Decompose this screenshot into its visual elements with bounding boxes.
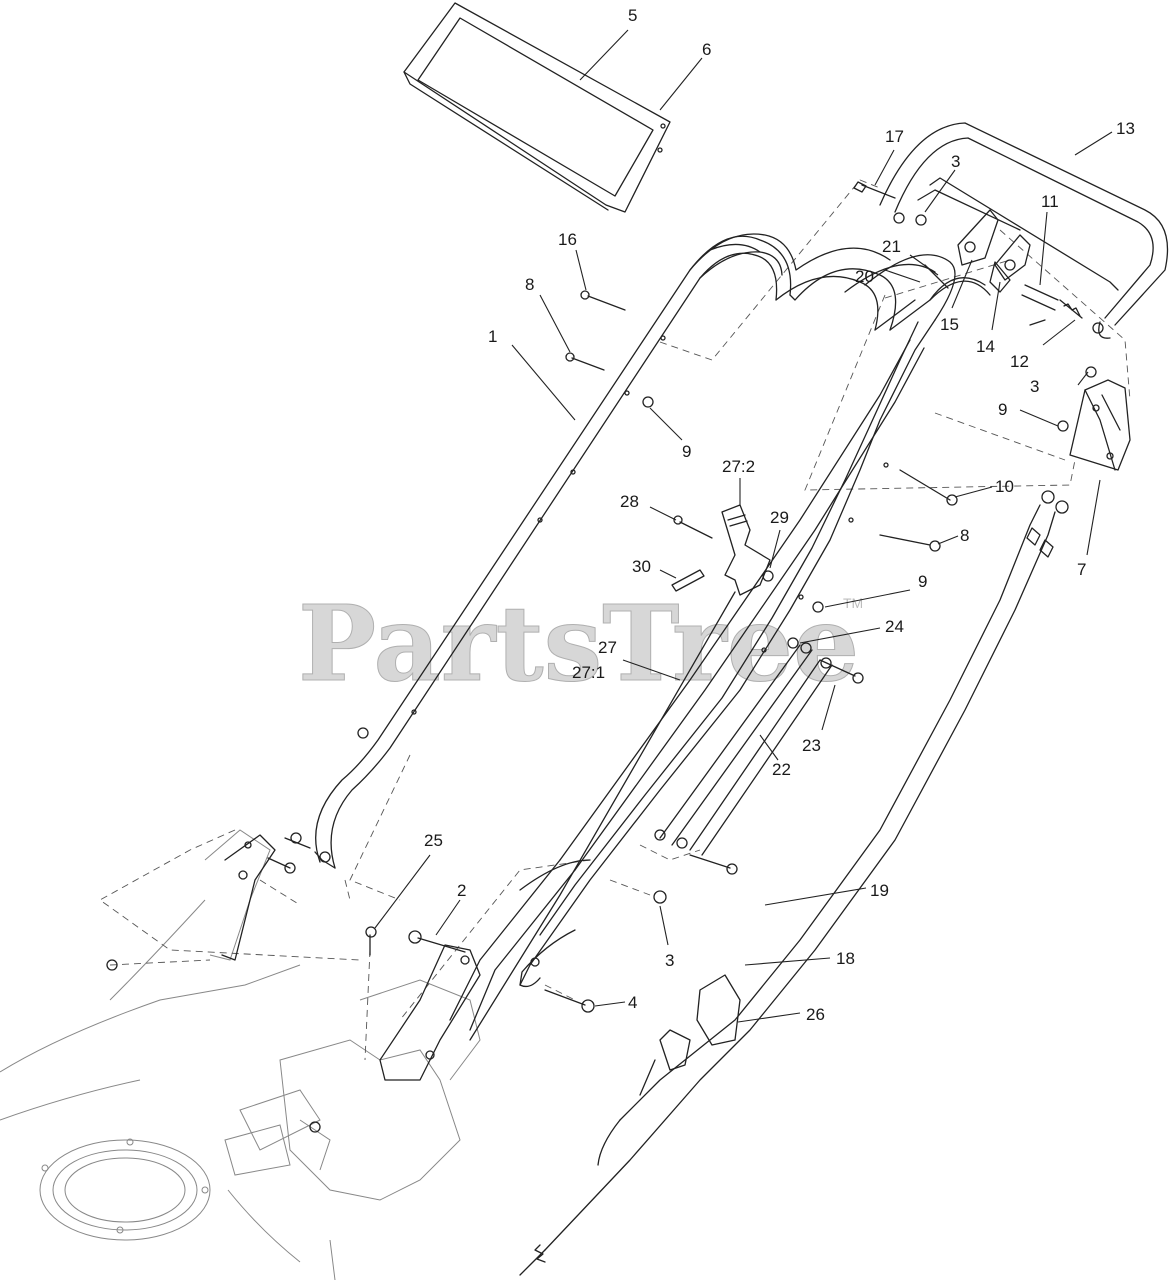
part-1-upper-handle: [314, 233, 991, 869]
callout-labels: 5 6 13 17 3 11 16 21 20 8 15 14 1 12 3 9…: [424, 6, 1135, 1024]
parts-18-19-cables: [519, 490, 1069, 1276]
latch-assembly: [924, 209, 1083, 326]
callout-12: 12: [1010, 352, 1029, 371]
callout-1: 1: [488, 327, 497, 346]
callout-15: 15: [940, 315, 959, 334]
part-13-bail: [879, 122, 1169, 339]
part-22-link-rods: [659, 642, 833, 856]
callout-22: 22: [772, 760, 791, 779]
callout-9-mid: 9: [918, 572, 927, 591]
callout-19: 19: [870, 881, 889, 900]
callout-8-upper: 8: [525, 275, 534, 294]
callout-27: 27: [598, 638, 617, 657]
mower-deck-outline: [0, 829, 481, 1281]
callout-2: 2: [457, 881, 466, 900]
left-mount-bracket: [221, 834, 481, 1133]
callout-9-upper: 9: [682, 442, 691, 461]
callout-3-lower: 3: [665, 951, 674, 970]
hardware-fasteners: [106, 181, 1097, 1013]
watermark-trademark: TM: [843, 595, 863, 611]
callout-13: 13: [1116, 119, 1135, 138]
callout-18: 18: [836, 949, 855, 968]
callout-17: 17: [885, 127, 904, 146]
callout-5: 5: [628, 6, 637, 25]
callout-27-2: 27:2: [722, 457, 755, 476]
callout-23: 23: [802, 736, 821, 755]
assembly-dashes: [99, 179, 1131, 1061]
callout-30: 30: [632, 557, 651, 576]
callout-3-top: 3: [951, 152, 960, 171]
part-27-lever-cable: [469, 504, 771, 1041]
callout-26: 26: [806, 1005, 825, 1024]
part-26-cable-retainer: [639, 974, 741, 1096]
callout-21: 21: [882, 237, 901, 256]
callout-10: 10: [995, 477, 1014, 496]
callout-25: 25: [424, 831, 443, 850]
callout-14: 14: [976, 337, 995, 356]
callout-24: 24: [885, 617, 904, 636]
callout-29: 29: [770, 508, 789, 527]
callout-28: 28: [620, 492, 639, 511]
callout-4: 4: [628, 993, 637, 1012]
callout-7: 7: [1077, 560, 1086, 579]
watermark-text: PartsTree: [298, 582, 859, 705]
callout-20: 20: [855, 267, 874, 286]
callout-6: 6: [702, 40, 711, 59]
part-5-cover-panel: [403, 2, 671, 213]
callout-11: 11: [1041, 192, 1059, 211]
callout-8-right: 8: [960, 526, 969, 545]
part-7-right-bracket: [1069, 379, 1131, 471]
callout-9-far-right: 9: [998, 400, 1007, 419]
callout-16: 16: [558, 230, 577, 249]
callout-3-right: 3: [1030, 377, 1039, 396]
callout-27-1: 27:1: [572, 663, 605, 682]
lower-handle: [449, 339, 925, 1031]
callout-leaders: [374, 29, 1113, 1023]
